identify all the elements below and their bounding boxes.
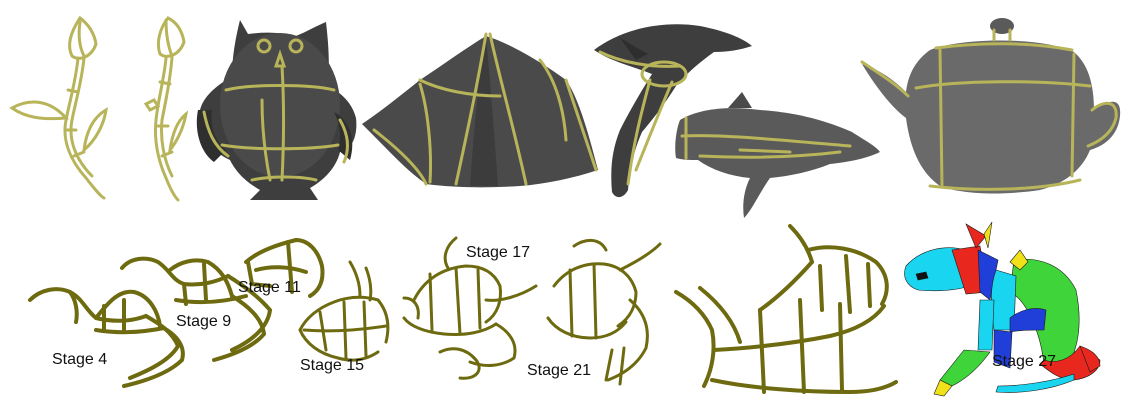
stage-27-label: Stage 27 [992,353,1056,371]
stage-9-label: Stage 9 [176,313,231,331]
stage-9-sketch [122,259,270,360]
owl-model [197,20,357,200]
stage-17-label: Stage 17 [466,244,530,262]
stage-4-label: Stage 4 [52,351,107,369]
stage-15-label: Stage 15 [300,357,364,375]
stage-15-sketch [300,262,388,360]
teapot-model [862,18,1120,193]
dolphin-model-2 [675,92,880,218]
flower-sketch-2 [146,18,186,200]
tent-model [362,34,598,187]
stage-4-sketch [30,289,183,386]
stage-11-label: Stage 11 [238,279,301,297]
stage-24-sketch [676,226,896,392]
flower-sketch-1 [12,18,106,198]
stage-21-label: Stage 21 [527,362,591,380]
